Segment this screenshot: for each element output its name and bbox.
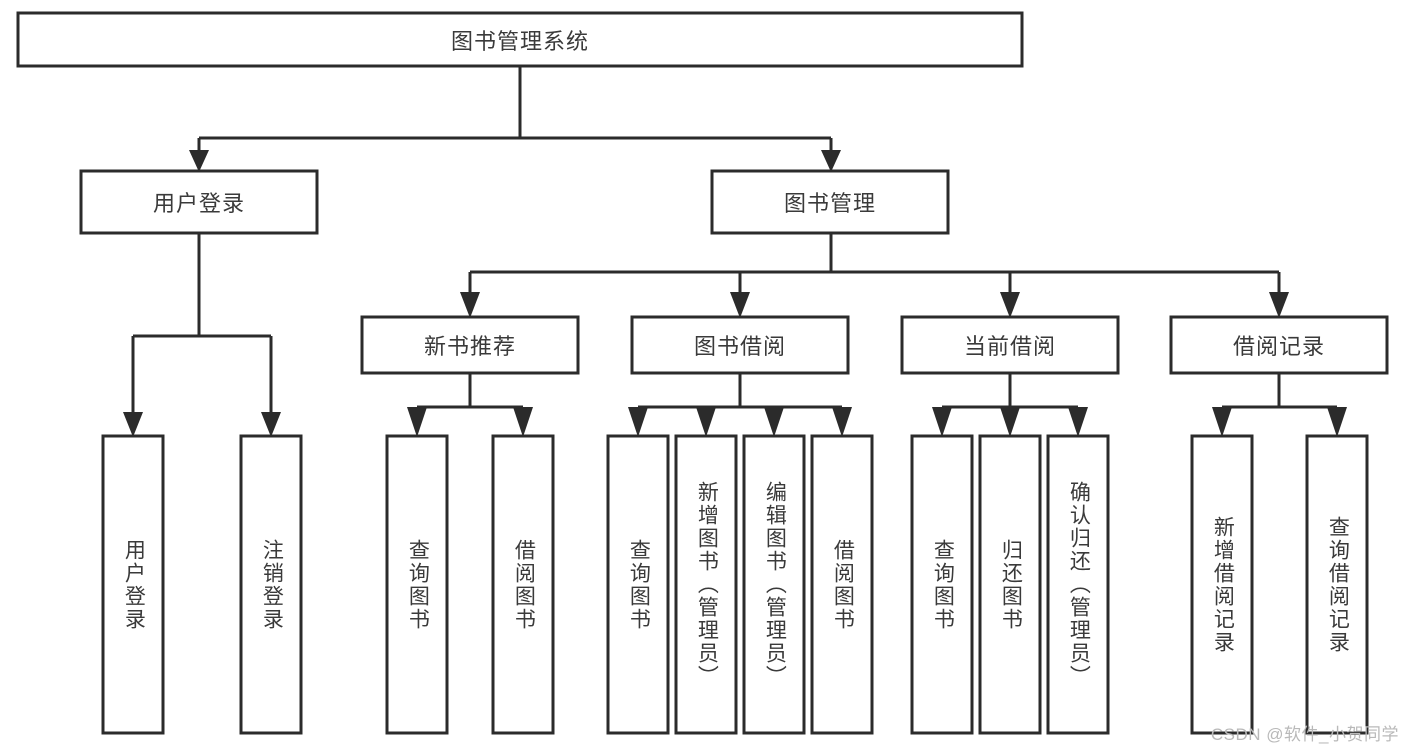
arrow-head-new-book bbox=[460, 292, 480, 318]
node-root-system[interactable] bbox=[16, 11, 1024, 68]
watermark-text: CSDN @软件_小贺同学 bbox=[1210, 725, 1399, 744]
node-leaf-bb-query-book[interactable] bbox=[606, 434, 670, 735]
node-book-management[interactable] bbox=[710, 169, 950, 235]
arrow-head-book-mgmt bbox=[821, 150, 841, 172]
node-user-login[interactable] bbox=[79, 169, 319, 235]
node-leaf-logout[interactable] bbox=[239, 434, 303, 735]
arrow-head-bb-edit-book bbox=[764, 407, 784, 437]
node-current-borrow[interactable] bbox=[900, 315, 1120, 375]
arrow-head-cb-return-book bbox=[1000, 407, 1020, 437]
node-leaf-cb-return-book[interactable] bbox=[978, 434, 1042, 735]
arrow-head-user-login bbox=[189, 150, 209, 172]
arrow-head-bb-borrow-book bbox=[832, 407, 852, 437]
arrow-head-book-borrow bbox=[730, 292, 750, 318]
node-leaf-user-login[interactable] bbox=[101, 434, 165, 735]
connector-group-borrow-record bbox=[1212, 373, 1347, 437]
arrow-head-leaf-user-login bbox=[123, 412, 143, 437]
node-leaf-nbr-query-book[interactable] bbox=[385, 434, 449, 735]
node-leaf-br-query-record[interactable] bbox=[1305, 434, 1369, 735]
connector-group-new-book-recommend bbox=[407, 373, 533, 437]
node-new-book-recommend[interactable] bbox=[360, 315, 580, 375]
connector-group-book-borrow bbox=[628, 373, 852, 437]
arrow-head-nbr-borrow-book bbox=[513, 407, 533, 437]
node-book-borrow[interactable] bbox=[630, 315, 850, 375]
node-leaf-bb-add-book[interactable] bbox=[674, 434, 738, 735]
node-leaf-nbr-borrow-book[interactable] bbox=[491, 434, 555, 735]
arrow-head-br-query-record bbox=[1327, 407, 1347, 437]
arrow-head-borrow-record bbox=[1269, 292, 1289, 318]
arrow-head-cb-query-book bbox=[932, 407, 952, 437]
connector-group-book-mgmt bbox=[460, 233, 1289, 318]
node-leaf-bb-edit-book[interactable] bbox=[742, 434, 806, 735]
node-leaf-bb-borrow-book[interactable] bbox=[810, 434, 874, 735]
arrow-head-br-add-record bbox=[1212, 407, 1232, 437]
node-leaf-cb-query-book[interactable] bbox=[910, 434, 974, 735]
connector-group-user-login bbox=[123, 233, 281, 437]
connector-group-root bbox=[189, 66, 841, 172]
connector-group-current-borrow bbox=[932, 373, 1088, 437]
node-leaf-cb-confirm-return[interactable] bbox=[1046, 434, 1110, 735]
arrow-head-leaf-logout bbox=[261, 412, 281, 437]
arrow-head-cb-confirm-return bbox=[1068, 407, 1088, 437]
node-leaf-br-add-record[interactable] bbox=[1190, 434, 1254, 735]
arrow-head-bb-add-book bbox=[696, 407, 716, 437]
arrow-head-bb-query-book bbox=[628, 407, 648, 437]
arrow-head-current-borrow bbox=[1000, 292, 1020, 318]
node-borrow-record[interactable] bbox=[1169, 315, 1389, 375]
arrow-head-nbr-query-book bbox=[407, 407, 427, 437]
